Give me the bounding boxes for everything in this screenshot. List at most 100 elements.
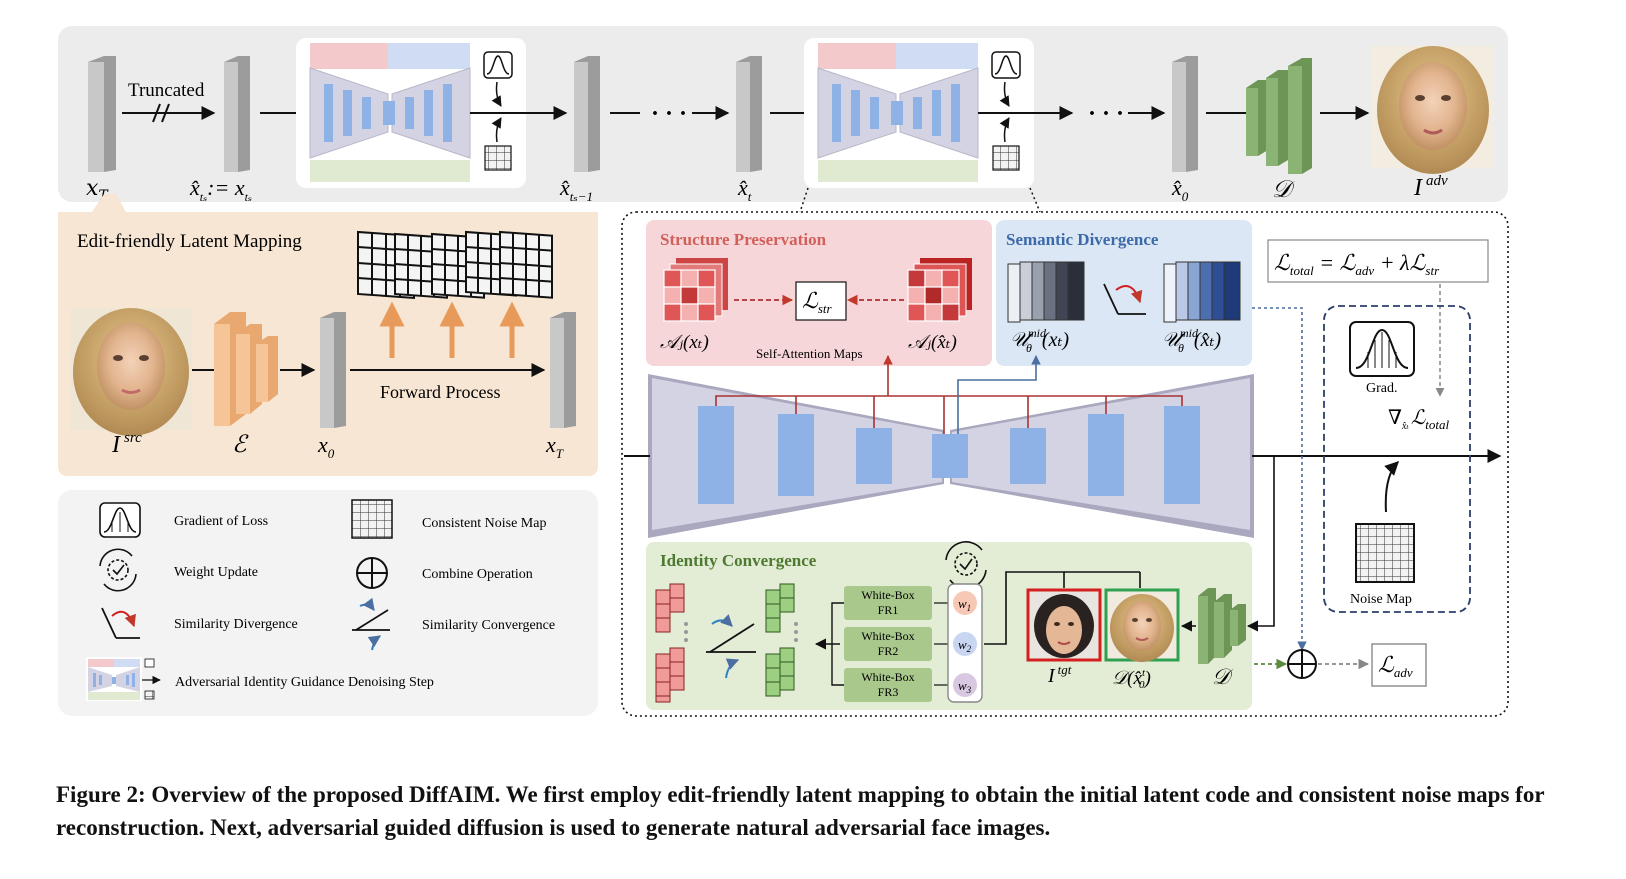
decoder-top	[1246, 58, 1312, 174]
face-image-adv	[1372, 46, 1494, 174]
svg-text:White-Box: White-Box	[861, 629, 914, 643]
noise-map-icon	[1355, 523, 1415, 583]
attention-cube-left	[663, 258, 728, 322]
arrow-noise-to-output	[1384, 461, 1399, 513]
consistent-noise-map-icon	[351, 499, 393, 539]
identity-feature-green	[765, 583, 798, 697]
arrow-to-decoder-ic	[1246, 456, 1275, 632]
identity-convergence-title: Identity Convergence	[660, 551, 817, 570]
face-image-tgt	[1026, 588, 1102, 662]
forward-process-label: Forward Process	[380, 382, 500, 402]
semantic-divergence-panel	[996, 220, 1252, 366]
zoom-line-right	[1029, 187, 1041, 213]
weight-update-icon	[99, 548, 137, 592]
identity-feature-red	[655, 583, 688, 703]
semantic-divergence-title: Semantic Divergence	[1006, 230, 1159, 249]
similarity-convergence-icon	[352, 597, 390, 651]
svg-text:w2: w2	[958, 637, 972, 654]
figure-caption: Figure 2: Overview of the proposed DiffA…	[56, 782, 1545, 840]
label-xt: x̂t	[737, 175, 752, 204]
total-loss-box	[1267, 239, 1489, 283]
legend-similarity-convergence: Similarity Convergence	[422, 618, 555, 633]
fr-bracket	[831, 602, 844, 686]
legend-consistent-noise-map: Consistent Noise Map	[422, 516, 546, 531]
fr-box-2: White-Box FR2	[844, 627, 932, 661]
dots-2: · · ·	[1088, 101, 1124, 127]
similarity-divergence-icon	[101, 607, 140, 639]
svg-text:FR3: FR3	[878, 685, 899, 699]
fr-box-1: White-Box FR1	[844, 586, 932, 620]
denoise-step-2	[804, 38, 1034, 188]
weight-w1: w1	[953, 591, 977, 615]
attention-connectors	[715, 355, 1183, 434]
latent-bar-x0	[1172, 56, 1198, 172]
similarity-divergence-mini	[1103, 283, 1146, 315]
weight-w3: w3	[953, 673, 977, 697]
self-attention-label: Self-Attention Maps	[756, 346, 863, 361]
svg-text:FR2: FR2	[878, 644, 899, 658]
loss-adv-label: ℒadv	[1378, 652, 1413, 680]
forward-arrows	[379, 301, 525, 358]
feature-stack-right	[1163, 261, 1241, 323]
latent-bar-xT-lm	[550, 312, 576, 428]
label-xts: x̂tₛ:= xtₛ	[189, 175, 252, 204]
combine-node	[1287, 649, 1317, 679]
svg-text:White-Box: White-Box	[861, 670, 914, 684]
label-x0-lm: x0	[317, 432, 335, 461]
loss-adv-box	[1371, 643, 1427, 687]
label-x0-top: x̂0	[1171, 175, 1189, 204]
dots-1: · · ·	[651, 101, 687, 127]
face-image-decoded	[1104, 588, 1180, 662]
semantic-to-combine-line	[1252, 307, 1307, 651]
latent-bar-xts-minus1	[574, 56, 600, 172]
truncate-slash-1	[152, 103, 161, 123]
truncated-label: Truncated	[128, 80, 205, 101]
similarity-convergence-mini	[706, 614, 756, 679]
label-decoder-ic: 𝒟	[1212, 664, 1234, 689]
label-A-left: 𝒜ⱼ(xₜ)	[660, 332, 709, 353]
legend-gradient-of-loss: Gradient of Loss	[174, 514, 268, 529]
svg-text:w1: w1	[958, 596, 971, 613]
legend-combine-operation: Combine Operation	[422, 567, 533, 582]
attention-cube-right	[907, 258, 972, 322]
mid-feature-connector	[957, 355, 1041, 434]
label-A-right: 𝒜ⱼ(x̂ₜ)	[908, 332, 957, 353]
encoder	[214, 312, 278, 426]
truncate-slash-2	[161, 103, 170, 123]
noise-map-label: Noise Map	[1350, 592, 1412, 607]
legend-similarity-divergence: Similarity Divergence	[174, 617, 298, 632]
zoom-line-left	[799, 187, 809, 213]
latent-bar-xT	[88, 56, 116, 172]
gradient-of-loss-icon	[99, 502, 141, 538]
decoder-ic	[1198, 588, 1246, 664]
legend-adversarial-step: Adversarial Identity Guidance Denoising …	[175, 675, 434, 690]
legend-panel	[58, 490, 598, 716]
structure-preservation-title: Structure Preservation	[660, 230, 827, 249]
latent-bar-x0-lm	[320, 312, 346, 428]
label-encoder: ℰ	[232, 432, 249, 458]
latent-bar-xts	[224, 56, 250, 172]
fr-box-3: White-Box FR3	[844, 668, 932, 702]
weight-w2: w2	[953, 632, 977, 656]
total-loss-label: ℒtotal = ℒadv + λℒstr	[1274, 250, 1440, 278]
gradient-box	[1323, 305, 1471, 613]
face-image-src	[70, 308, 192, 436]
loss-str-label: ℒstr	[802, 288, 833, 316]
guidance-panel	[621, 211, 1509, 717]
combine-operation-icon	[356, 557, 388, 589]
svg-text:FR1: FR1	[878, 603, 899, 617]
feature-stack-left	[1007, 261, 1085, 323]
legend-weight-update: Weight Update	[174, 565, 258, 580]
adversarial-step-icon	[86, 657, 161, 701]
svg-text:w3: w3	[958, 678, 972, 695]
gradient-plot-icon	[1349, 321, 1415, 377]
noise-map-stack	[357, 230, 553, 299]
